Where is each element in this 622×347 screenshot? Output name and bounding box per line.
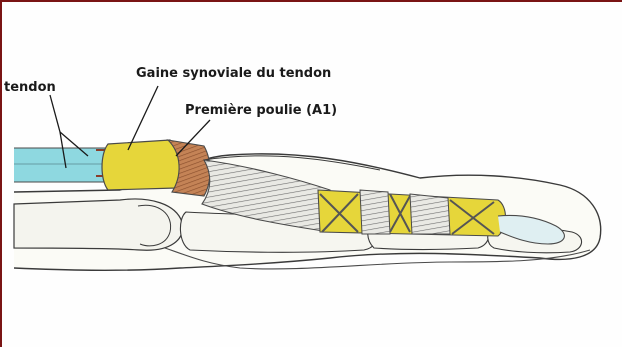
annular-pulley-a4 [410,194,450,234]
label-synovial-sheath: Gaine synoviale du tendon [136,66,331,81]
synovial-sheath-proximal [102,140,181,190]
label-tendon: tendon [4,80,56,95]
label-a1-pulley: Première poulie (A1) [185,103,337,118]
annular-pulley-a3 [360,190,390,234]
metacarpal-bone [14,199,183,250]
